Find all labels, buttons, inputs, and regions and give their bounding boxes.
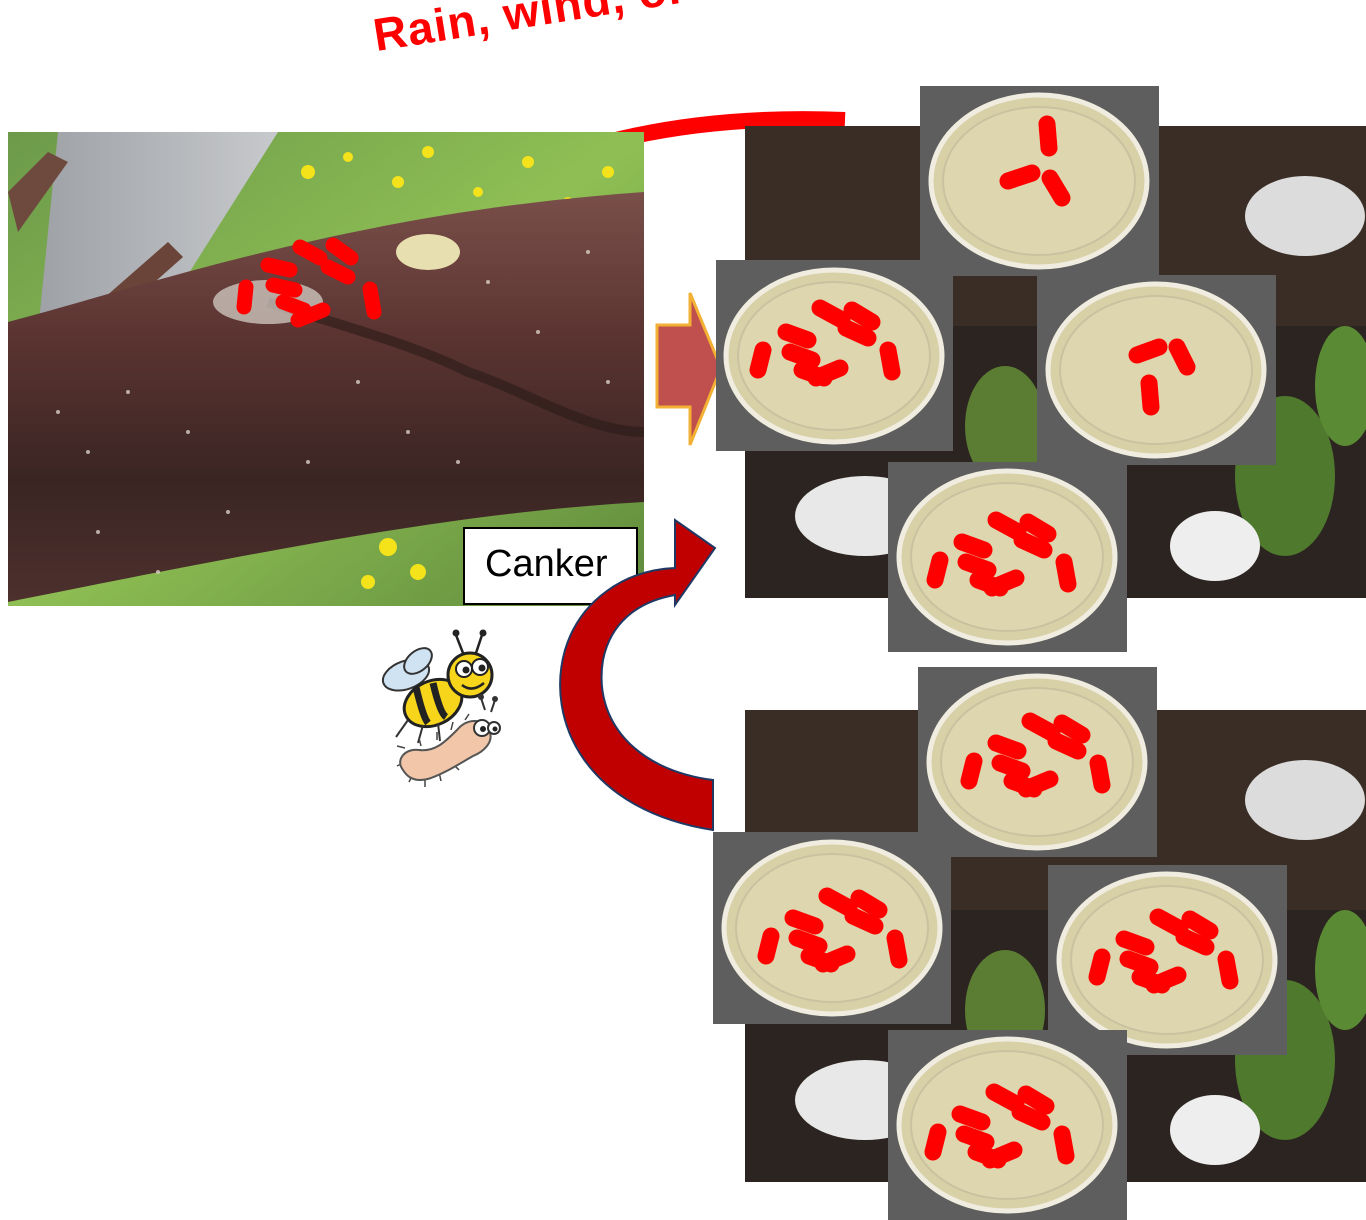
petri-dish-few-bacteria-2 <box>1037 275 1276 465</box>
petri-dish-many-bacteria-4 <box>713 832 951 1024</box>
transmission-title: Rain, wind, or insect <box>370 0 841 62</box>
petri-dish-few-bacteria-1 <box>920 86 1159 276</box>
block-arrow-right <box>655 290 725 450</box>
petri-dish-many-bacteria-6 <box>888 1030 1127 1220</box>
petri-dish-many-bacteria-1 <box>716 260 953 451</box>
petri-dish-many-bacteria-3 <box>918 667 1157 857</box>
petri-dish-many-bacteria-2 <box>888 462 1127 652</box>
bacterium-icon <box>385 690 510 800</box>
petri-dish-many-bacteria-5 <box>1048 865 1287 1055</box>
curved-arrow-up <box>525 510 725 835</box>
